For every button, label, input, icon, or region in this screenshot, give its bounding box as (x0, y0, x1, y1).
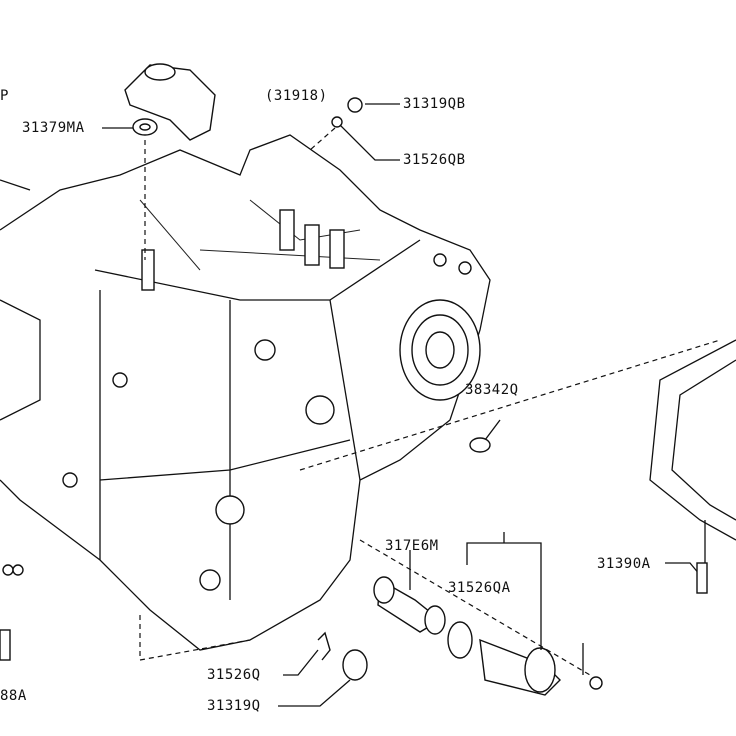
label-31390A: 31390A (597, 556, 651, 572)
label-31918: (31918) (265, 88, 328, 104)
label-31319Q: 31319Q (207, 698, 261, 714)
label-31526QA: 31526QA (448, 580, 511, 596)
sensor-part (124, 63, 216, 141)
oil-pan (649, 339, 736, 541)
label-38342Q: 38342Q (465, 382, 519, 398)
label-317E6M: 317E6M (385, 538, 439, 554)
label-31319QB: 31319QB (403, 96, 466, 112)
label-31526Q: 31526Q (207, 667, 261, 683)
label-31379MA: 31379MA (22, 120, 85, 136)
label-31526QB: 31526QB (403, 152, 466, 168)
label-partial-bottom-left: 88A (0, 688, 27, 704)
filter-parts (373, 532, 603, 696)
transmission-case (0, 134, 491, 651)
label-partial-top-left: P (0, 88, 9, 104)
